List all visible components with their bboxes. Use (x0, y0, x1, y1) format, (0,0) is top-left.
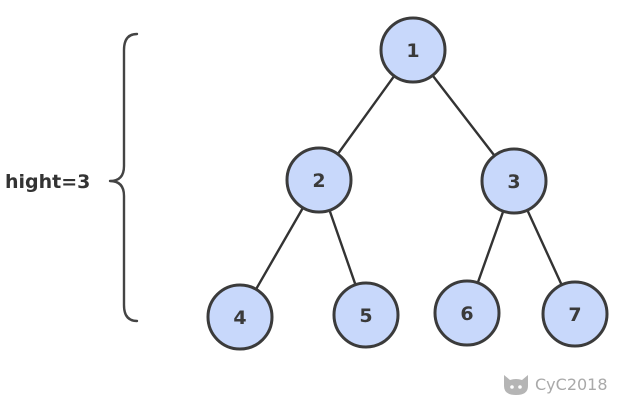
watermark-text: CyC2018 (535, 375, 608, 394)
tree-node-circle (480, 147, 548, 215)
tree-node-label: 4 (233, 307, 246, 329)
github-cat-icon (504, 375, 528, 395)
tree-node-circle (206, 283, 274, 351)
tree-node-3: 3 (480, 147, 548, 215)
tree-node-circle (379, 16, 447, 84)
tree-node-label: 1 (406, 40, 419, 62)
tree-node-label: 2 (312, 170, 325, 192)
height-brace (108, 32, 139, 323)
tree-node-1: 1 (379, 16, 447, 84)
tree-node-label: 6 (460, 303, 473, 325)
tree-node-circle (285, 146, 353, 214)
tree-node-label: 7 (568, 304, 581, 326)
tree-node-4: 4 (206, 283, 274, 351)
tree-node-7: 7 (541, 280, 609, 348)
tree-node-circle (332, 281, 400, 349)
tree-node-5: 5 (332, 281, 400, 349)
tree-node-circle (541, 280, 609, 348)
tree-node-label: 3 (507, 171, 520, 193)
tree-node-6: 6 (433, 279, 501, 347)
tree-nodes: 1 2 3 4 5 6 7 (206, 16, 609, 351)
tree-node-2: 2 (285, 146, 353, 214)
tree-node-circle (433, 279, 501, 347)
height-label: hight=3 (5, 171, 90, 193)
watermark: CyC2018 (504, 375, 608, 395)
tree-node-label: 5 (359, 305, 372, 327)
